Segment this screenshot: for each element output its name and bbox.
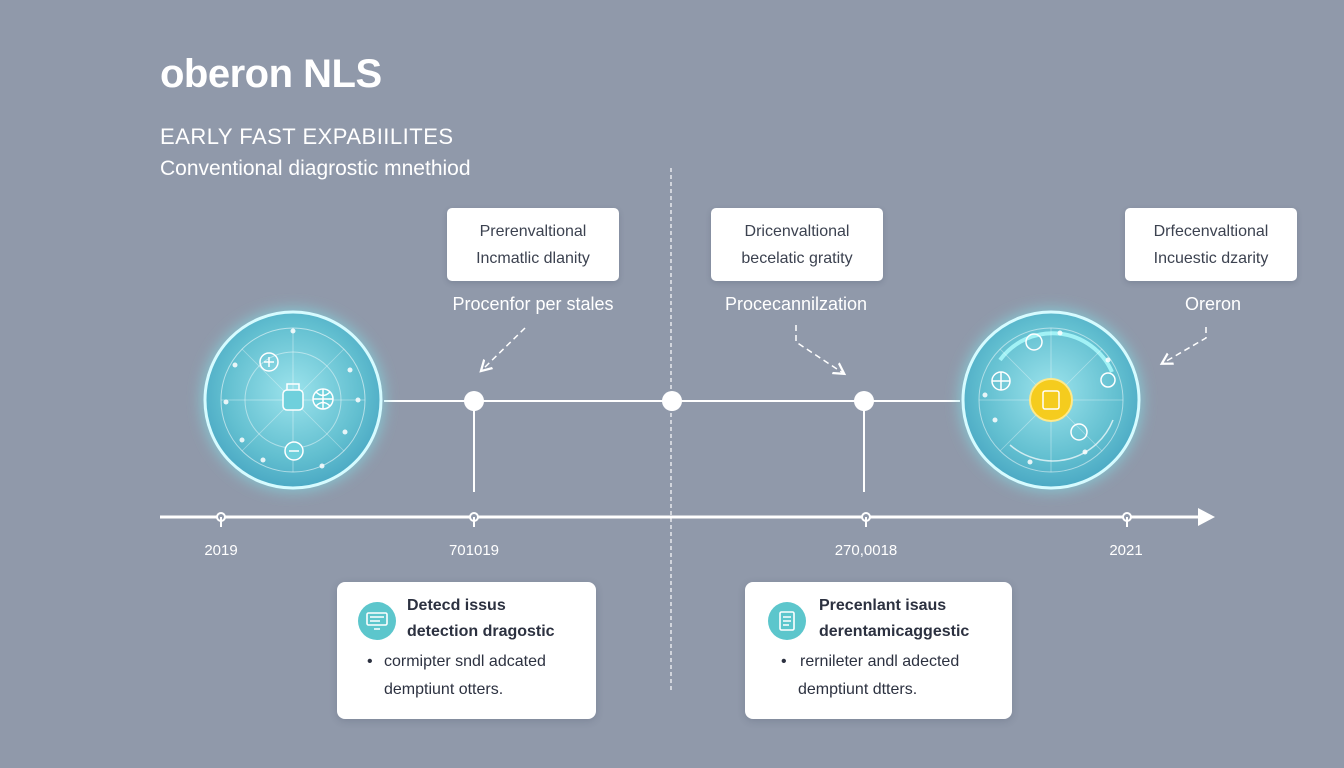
phase-card-3: Drfecenvaltional Incuestic dzarity [1125, 208, 1297, 281]
section-caption: Conventional diagrostic mnethiod [160, 157, 471, 180]
info-box-1-body-2: demptiunt otters. [384, 681, 504, 698]
info-box-2-body-1: rernileter andl adected [800, 653, 960, 670]
info-box-2: Precenlant isaus derentamicaggestic • re… [745, 582, 1012, 719]
timeline-node-3 [854, 391, 874, 411]
timeline-node-1 [464, 391, 484, 411]
phase-note-1: Procenfor per stales [452, 294, 614, 314]
phase-card-1-line2: Incmatlic dlanity [476, 250, 590, 267]
info-box-2-bullet: • [781, 653, 787, 670]
year-label-4: 2021 [1109, 542, 1143, 559]
year-label-3: 270,0018 [834, 542, 898, 559]
dashed-arrow-3 [1163, 327, 1207, 363]
info-box-2-title-1: Precenlant isaus [819, 597, 947, 614]
phase-card-1: Prerenvaltional Incmatlic dlanity [447, 208, 619, 281]
info-box-1: Detecd issus detection dragostic • cormi… [337, 582, 596, 719]
info-box-2-title-2: derentamicaggestic [819, 623, 970, 640]
dashed-arrow-2 [795, 325, 843, 373]
dashed-arrow-1 [482, 327, 526, 370]
right-network-orb [959, 308, 1143, 492]
info-box-2-body-2: demptiunt dtters. [798, 681, 918, 698]
phase-card-2-line2: becelatic gratity [741, 250, 853, 267]
left-orb-icons [259, 352, 334, 461]
phase-card-3-line2: Incuestic dzarity [1153, 250, 1269, 267]
phase-card-3-line1: Drfecenvaltional [1153, 223, 1269, 240]
axis-ticks [216, 512, 1132, 527]
year-label-2: 701019 [448, 542, 500, 559]
timeline-arrow-icon [1198, 508, 1215, 526]
section-subtitle: EARLY FAST EXPABIILITES [160, 124, 454, 149]
year-label-1: 2019 [204, 542, 238, 559]
info-box-1-title-1: Detecd issus [407, 597, 506, 614]
phase-note-3: Oreron [1184, 294, 1242, 314]
brand-title: oberon NLS [160, 52, 382, 96]
phase-card-1-line1: Prerenvaltional [479, 223, 587, 240]
phase-card-2: Dricenvaltional becelatic gratity [711, 208, 883, 281]
info-box-1-bullet: • [367, 653, 373, 670]
timeline-node-2 [662, 391, 682, 411]
left-network-orb [201, 308, 385, 492]
document-icon [768, 602, 806, 640]
phase-note-2: Procecannilzation [724, 294, 868, 314]
info-box-1-title-2: detection dragostic [407, 623, 555, 640]
monitor-icon [358, 602, 396, 640]
info-box-1-body-1: cormipter sndl adcated [384, 653, 546, 670]
highlight-core-icon [1029, 378, 1073, 422]
phase-card-2-line1: Dricenvaltional [744, 223, 850, 240]
